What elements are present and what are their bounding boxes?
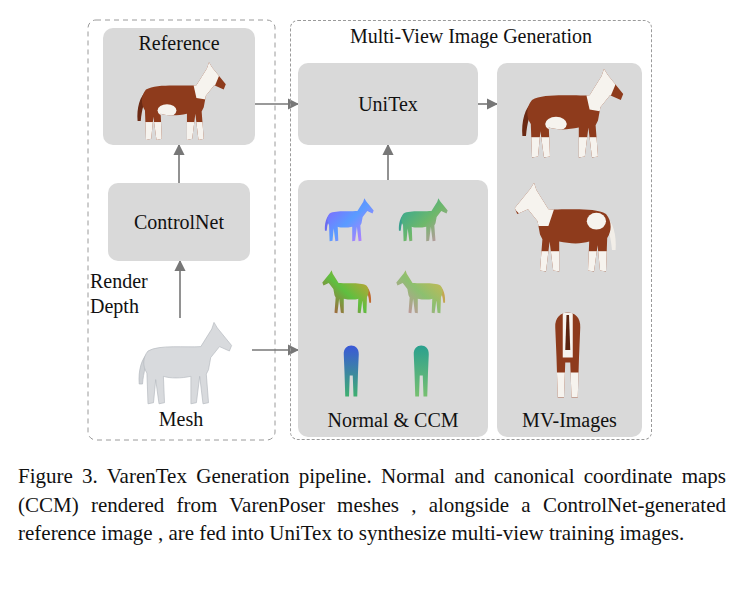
white-patches xyxy=(508,68,628,162)
panel-label: Normal & CCM xyxy=(327,409,458,432)
white-flank xyxy=(587,213,606,230)
white-neck xyxy=(192,61,219,100)
flow-arrow xyxy=(179,261,181,318)
normal-map-side-flipped xyxy=(322,270,371,313)
map-back xyxy=(344,346,359,397)
image-panel: MV-Images xyxy=(497,63,642,437)
horse-tail xyxy=(565,315,570,350)
process-box: UniTex xyxy=(298,63,478,145)
white-legs xyxy=(125,122,230,143)
white-legs xyxy=(549,373,587,401)
reference-box: Reference xyxy=(103,28,255,145)
mesh-node: Mesh xyxy=(110,318,252,436)
map-body xyxy=(322,270,368,313)
view-back xyxy=(549,308,587,401)
box-title: Reference xyxy=(138,32,219,55)
flow-arrow xyxy=(478,103,497,105)
white-patches xyxy=(549,308,587,401)
map-back xyxy=(414,346,429,397)
normal-map-back xyxy=(344,346,359,397)
white-stripe xyxy=(563,308,573,358)
group-title: Multi-View Image Generation xyxy=(350,25,592,48)
white-neck xyxy=(585,68,616,112)
process-box: ControlNet xyxy=(108,183,250,261)
paint-horse xyxy=(125,61,230,143)
view-side-flipped xyxy=(510,182,630,276)
flow-arrow xyxy=(255,103,298,105)
ccm-map-side-flipped xyxy=(396,270,445,313)
map-body xyxy=(401,198,447,241)
panel-label: MV-Images xyxy=(522,409,617,432)
flow-arrow xyxy=(252,349,298,351)
box-label: UniTex xyxy=(358,93,418,116)
gray-mesh-horse xyxy=(139,322,232,403)
white-patches xyxy=(510,182,630,276)
white-belly xyxy=(545,117,567,131)
ccm-map-side xyxy=(399,198,448,241)
white-belly xyxy=(158,104,177,117)
group-frame: Multi-View Image GenerationUniTex Normal… xyxy=(290,20,652,440)
dashed-group xyxy=(88,20,275,440)
edge-label: Render Depth xyxy=(90,269,170,318)
image-panel: Normal & CCM xyxy=(298,180,488,437)
flow-arrow xyxy=(178,145,180,183)
view-side xyxy=(508,68,628,162)
flow-arrow xyxy=(387,145,389,180)
map-body xyxy=(396,270,442,313)
mesh-body xyxy=(144,322,232,403)
map-body xyxy=(327,198,373,241)
ccm-map-back xyxy=(414,346,429,397)
white-head xyxy=(512,182,555,226)
white-legs xyxy=(508,137,628,161)
figure-caption: Figure 3. VarenTex Generation pipeline. … xyxy=(18,462,726,548)
white-patches xyxy=(125,61,230,143)
image-caption: Mesh xyxy=(159,408,203,431)
normal-map-side xyxy=(325,198,374,241)
white-legs xyxy=(510,251,630,275)
box-label: ControlNet xyxy=(134,211,224,234)
